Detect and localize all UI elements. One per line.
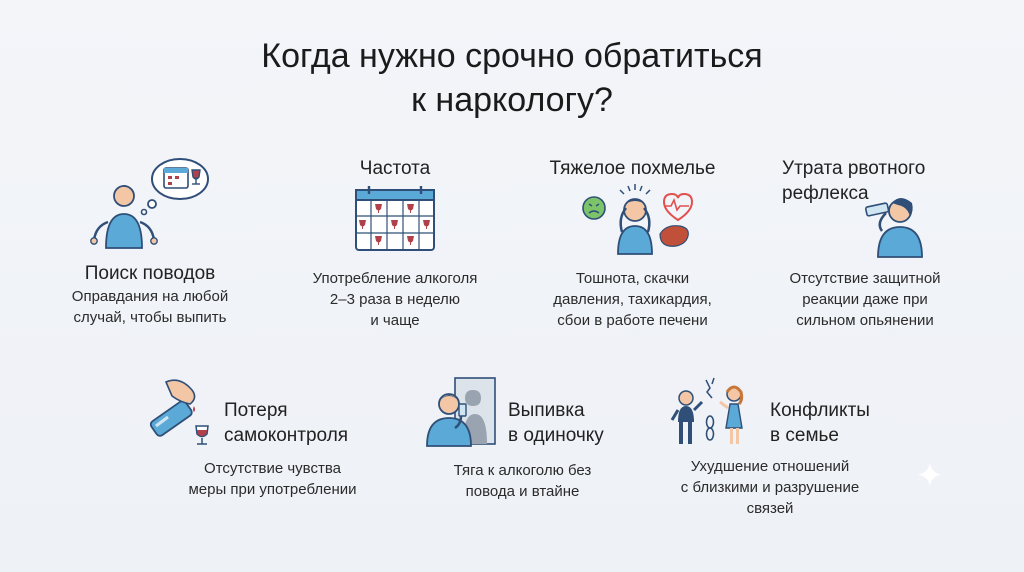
page-title-line-1: Когда нужно срочно обратиться [261,37,763,75]
card-heading-frequency: Частота [359,158,431,179]
card-heading-line: Выпивка [508,400,585,421]
card-heading-line: рефлекса [782,183,869,204]
card-heading-line: Конфликты [770,400,870,421]
hand-pouring-bottle-icon [149,379,209,445]
card-desc-line: Тяга к алкоголю без [453,462,592,479]
card-desc-gag-reflex: Отсутствие защитной реакции даже при сил… [765,268,965,331]
card-desc-line: и чаще [370,312,420,329]
couple-broken-chain-icon [670,377,744,444]
person-shrug-thought-bubble-calendar-icon [90,158,209,249]
card-desc-line: Отсутствие защитной [789,270,941,287]
sparkle-icon: ✦ [915,457,945,495]
card-desc-line: Тошнота, скачки [575,270,690,287]
card-desc-line: Отсутствие чувства [204,460,341,477]
card-desc-line: давления, тахикардия, [553,291,712,308]
card-heading-excuses: Поиск поводов [84,263,216,284]
card-heading-hangover: Тяжелое похмелье [549,158,716,179]
headache-nausea-heart-liver-icon [582,184,694,255]
card-desc-excuses: Оправдания на любой случай, чтобы выпить [40,286,260,328]
card-heading-self-control: Потеря самоконтроля [224,398,384,448]
page-title-line-2: к наркологу? [411,81,613,119]
card-desc-line: реакции даже при [802,291,928,308]
card-desc-line: Ухудшение отношений [690,458,850,475]
card-desc-drinking-alone: Тяга к алкоголю без повода и втайне [415,460,630,502]
person-drinking-bottle-icon [864,198,923,258]
card-desc-hangover: Тошнота, скачки давления, тахикардия, сб… [525,268,740,331]
card-heading-line: Утрата рвотного [782,158,926,179]
card-desc-line: 2–3 раза в неделю [329,291,461,308]
card-desc-line: связей [746,500,794,517]
card-heading-gag-reflex: Утрата рвотного рефлекса [782,156,972,206]
card-desc-line: с близкими и разрушение [680,479,860,496]
card-desc-self-control: Отсутствие чувства меры при употреблении [160,458,385,500]
card-heading-drinking-alone: Выпивка в одиночку [508,398,658,448]
card-heading-line: самоконтроля [224,425,349,446]
card-heading-line: Потеря [224,400,288,421]
calendar-wine-glasses-icon [355,186,435,251]
person-drinking-alone-icon [426,377,496,447]
card-desc-frequency: Употребление алкоголя 2–3 раза в неделю … [290,268,500,331]
card-desc-line: случай, чтобы выпить [73,309,227,326]
card-desc-line: сильном опьянении [796,312,934,329]
card-desc-line: меры при употреблении [188,481,357,498]
card-desc-line: Оправдания на любой [71,288,229,305]
card-heading-line: в семье [770,425,839,446]
card-heading-family-conflicts: Конфликты в семье [770,398,920,448]
card-desc-family-conflicts: Ухудшение отношений с близкими и разруше… [660,456,880,519]
page-title: Когда нужно срочно обратиться к нарколог… [0,34,1024,122]
card-desc-line: повода и втайне [465,483,580,500]
card-heading-line: в одиночку [508,425,604,446]
card-desc-line: Употребление алкоголя [312,270,478,287]
card-desc-line: сбои в работе печени [557,312,708,329]
